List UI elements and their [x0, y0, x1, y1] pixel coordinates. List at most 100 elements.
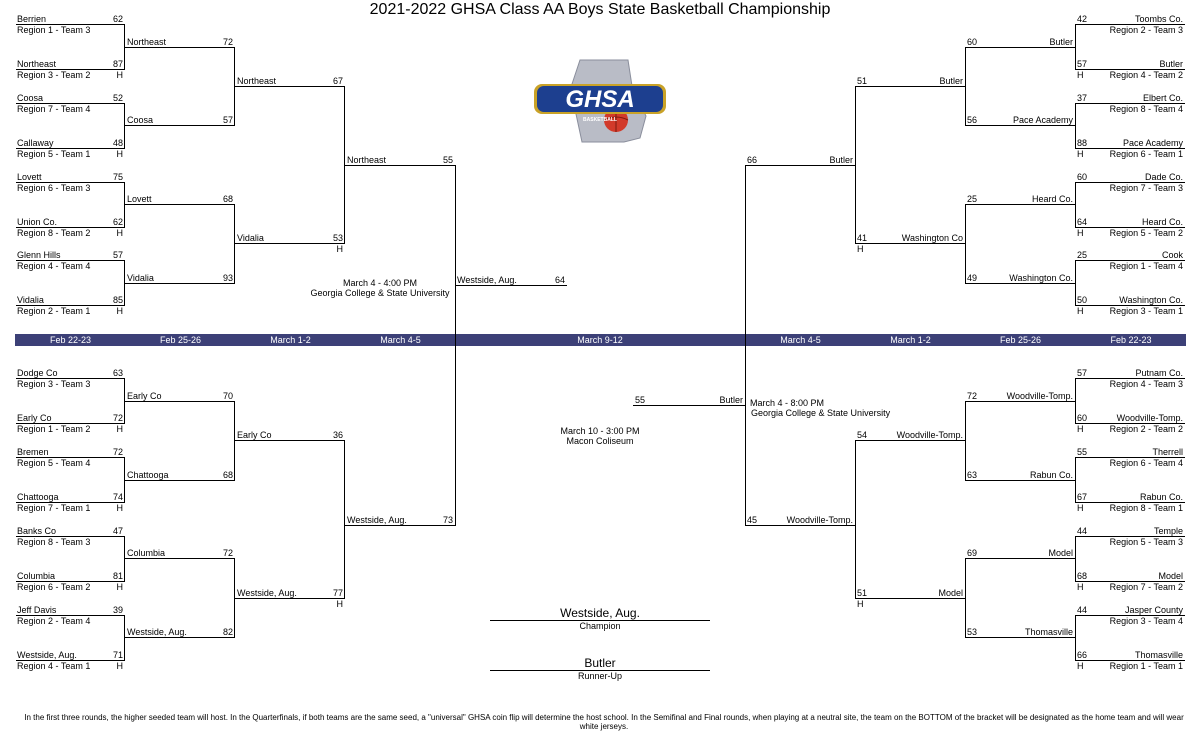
team-name: Chattooga	[17, 492, 59, 502]
bracket-line	[234, 243, 345, 244]
bracket-line	[16, 536, 125, 537]
team-score: 44	[1077, 526, 1088, 536]
semifinal-score-right: 55	[635, 395, 646, 405]
team-name: Butler	[1159, 59, 1183, 69]
team-name: Chattooga	[127, 470, 169, 480]
team-name: Northeast	[347, 155, 387, 165]
team-score: 51	[857, 76, 868, 86]
team-score: 57	[222, 115, 233, 125]
team-score: 87	[112, 59, 123, 69]
team-name: Columbia	[17, 571, 56, 581]
semifinal-winner-left: Westside, Aug.	[457, 275, 517, 285]
team-score: 93	[222, 273, 233, 283]
host-marker: H	[116, 149, 124, 159]
host-marker: H	[1077, 70, 1084, 80]
team-seed: Region 2 - Team 4	[17, 616, 91, 626]
host-marker: H	[116, 70, 124, 80]
bracket-line	[1075, 103, 1185, 104]
team-score: 57	[112, 250, 123, 260]
team-name: Callaway	[17, 138, 54, 148]
round-date-0: Feb 22-23	[49, 335, 92, 345]
bracket-line	[344, 525, 456, 526]
host-marker: H	[1077, 503, 1084, 513]
bracket-line	[1075, 502, 1185, 503]
final-venue: Macon Coliseum	[566, 436, 634, 446]
team-name: Model	[1158, 571, 1183, 581]
team-score: 41	[857, 233, 868, 243]
runner-up-label: Runner-Up	[577, 671, 623, 681]
host-marker: H	[857, 599, 864, 609]
team-name: Westside, Aug.	[127, 627, 187, 637]
bracket-line	[344, 440, 345, 599]
team-seed: Region 7 - Team 4	[17, 104, 91, 114]
round-date-3: March 4-5	[380, 335, 421, 345]
footnote: In the first three rounds, the higher se…	[24, 713, 1184, 731]
team-seed: Region 5 - Team 4	[17, 458, 91, 468]
team-seed: Region 3 - Team 3	[17, 379, 91, 389]
champion-name: Westside, Aug.	[560, 606, 640, 620]
team-score: 71	[112, 650, 123, 660]
round-date-5: March 4-5	[780, 335, 821, 345]
team-seed: Region 1 - Team 3	[17, 25, 91, 35]
semifinal-score-left: 64	[554, 275, 565, 285]
team-name: Jasper County	[1124, 605, 1183, 615]
team-name: Woodville-Tomp.	[896, 430, 963, 440]
team-score: 85	[112, 295, 123, 305]
team-score: 74	[112, 492, 123, 502]
team-name: Heard Co.	[1031, 194, 1073, 204]
team-name: Therrell	[1152, 447, 1183, 457]
team-seed: Region 6 - Team 4	[1109, 458, 1183, 468]
team-name: Model	[938, 588, 963, 598]
bracket-line	[455, 165, 456, 526]
team-name: Northeast	[237, 76, 277, 86]
team-score: 53	[967, 627, 978, 637]
team-seed: Region 5 - Team 3	[1109, 537, 1183, 547]
bracket-line	[1075, 227, 1185, 228]
team-name: Butler	[1049, 37, 1073, 47]
bracket-line	[16, 581, 125, 582]
team-name: Rabun Co.	[1139, 492, 1183, 502]
team-seed: Region 1 - Team 2	[17, 424, 91, 434]
host-marker: H	[116, 306, 124, 316]
bracket-line	[455, 285, 567, 286]
team-score: 68	[1077, 571, 1088, 581]
bracket-line	[16, 24, 125, 25]
bracket-line	[633, 405, 746, 406]
ghsa-logo: GHSA BASKETBALL	[534, 59, 666, 143]
team-score: 60	[1077, 172, 1088, 182]
bracket-line	[1075, 457, 1185, 458]
team-score: 82	[222, 627, 233, 637]
team-score: 72	[967, 391, 978, 401]
team-name: Vidalia	[237, 233, 264, 243]
team-seed: Region 4 - Team 4	[17, 261, 91, 271]
team-score: 69	[967, 548, 978, 558]
bracket-line	[1075, 182, 1185, 183]
bracket-line	[16, 457, 125, 458]
semifinal-left-time: March 4 - 4:00 PM	[342, 278, 418, 288]
team-seed: Region 7 - Team 3	[1109, 183, 1183, 193]
bracket-line	[1075, 615, 1185, 616]
bracket-line	[16, 182, 125, 183]
bracket-line	[965, 480, 1076, 481]
host-marker: H	[1077, 306, 1084, 316]
team-name: Union Co.	[17, 217, 58, 227]
team-score: 73	[442, 515, 453, 525]
team-score: 47	[112, 526, 123, 536]
team-name: Elbert Co.	[1142, 93, 1183, 103]
bracket-line	[1075, 581, 1185, 582]
team-seed: Region 8 - Team 4	[1109, 104, 1183, 114]
team-name: Washington Co.	[1119, 295, 1183, 305]
team-seed: Region 6 - Team 3	[17, 183, 91, 193]
bracket-line	[16, 615, 125, 616]
team-name: Vidalia	[17, 295, 44, 305]
host-marker: H	[1077, 582, 1084, 592]
team-seed: Region 6 - Team 2	[17, 582, 91, 592]
bracket-line	[1075, 423, 1185, 424]
team-score: 51	[857, 588, 868, 598]
team-score: 57	[1077, 368, 1088, 378]
team-score: 81	[112, 571, 123, 581]
team-name: Woodville-Tomp.	[1116, 413, 1183, 423]
team-name: Berrien	[17, 14, 47, 24]
team-score: 72	[222, 37, 233, 47]
